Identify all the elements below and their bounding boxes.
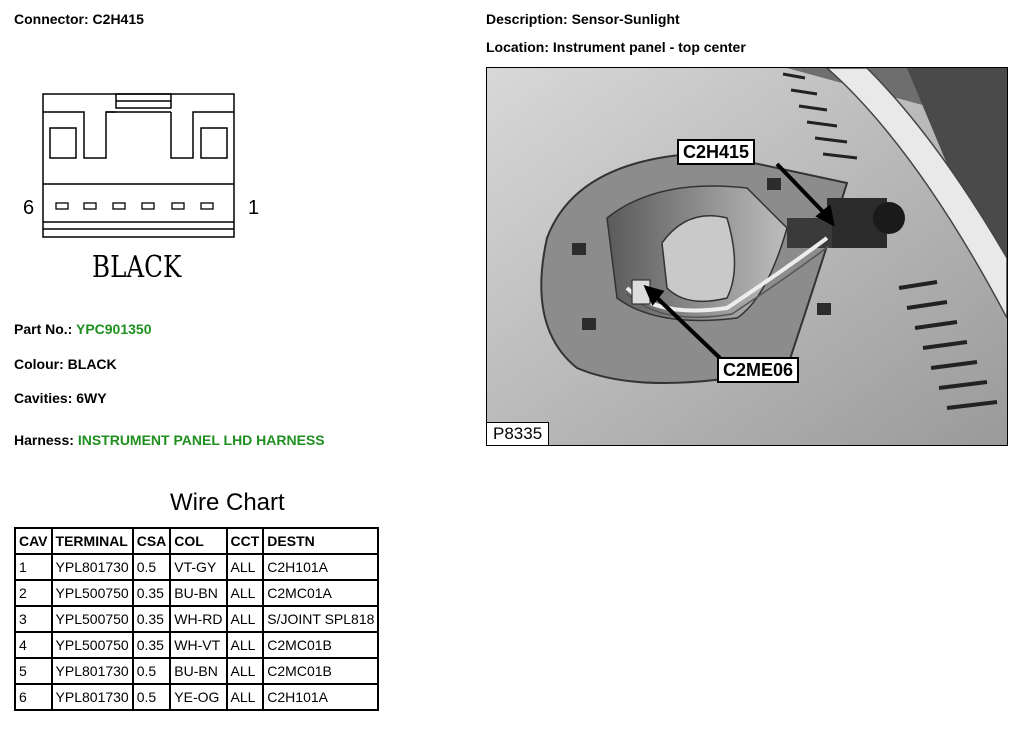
cavity-2 (171, 202, 185, 210)
cell-cav: 2 (14, 579, 53, 607)
cavity-3 (141, 202, 155, 210)
description-label: Description: Sensor-Sunlight (486, 11, 680, 27)
cell-terminal: YPL500750 (50, 631, 134, 659)
cell-col: VT-GY (169, 553, 228, 581)
cell-csa: 0.35 (131, 605, 172, 633)
cell-terminal: YPL801730 (50, 657, 134, 685)
cell-cav: 4 (14, 631, 53, 659)
header-col: COL (169, 527, 228, 555)
cavities-label: Cavities: 6WY (14, 390, 107, 406)
harness-value: INSTRUMENT PANEL LHD HARNESS (77, 432, 325, 448)
cell-col: BU-BN (169, 579, 228, 607)
cell-cct: ALL (225, 657, 265, 685)
location-label: Location: Instrument panel - top center (486, 39, 746, 55)
connector-label: Connector: C2H415 (14, 11, 144, 27)
wire-chart-table: CAV TERMINAL CSA COL CCT DESTN 1 YPL8017… (14, 527, 380, 711)
wire-chart-title: Wire Chart (170, 489, 285, 516)
cell-col: YE-OG (169, 683, 228, 711)
cell-destn: C2MC01B (262, 657, 380, 685)
cell-col: WH-RD (169, 605, 228, 633)
part-number: Part No.: YPC901350 (14, 321, 152, 337)
cell-cav: 5 (14, 657, 53, 685)
harness-label: Harness: INSTRUMENT PANEL LHD HARNESS (14, 432, 325, 448)
header-cct: CCT (225, 527, 265, 555)
table-row: 6 YPL801730 0.5 YE-OG ALL C2H101A (14, 683, 380, 711)
cell-csa: 0.35 (131, 579, 172, 607)
cell-destn: C2H101A (262, 683, 380, 711)
header-cav: CAV (14, 527, 53, 555)
pin-number-left: 6 (23, 197, 35, 219)
table-row: 4 YPL500750 0.35 WH-VT ALL C2MC01B (14, 631, 380, 659)
header-destn: DESTN (262, 527, 380, 555)
cell-csa: 0.35 (131, 631, 172, 659)
cell-destn: C2MC01A (262, 579, 380, 607)
connector-face-diagram (42, 93, 235, 238)
table-row: 1 YPL801730 0.5 VT-GY ALL C2H101A (14, 553, 380, 581)
cell-destn: S/JOINT SPL818 (262, 605, 380, 633)
pin-number-right: 1 (248, 197, 260, 219)
table-row: 3 YPL500750 0.35 WH-RD ALL S/JOINT SPL81… (14, 605, 380, 633)
cell-csa: 0.5 (131, 657, 172, 685)
cell-cct: ALL (225, 683, 265, 711)
cell-destn: C2MC01B (262, 631, 380, 659)
harness-prefix: Harness: (14, 432, 74, 448)
table-row: 5 YPL801730 0.5 BU-BN ALL C2MC01B (14, 657, 380, 685)
cell-cct: ALL (225, 605, 265, 633)
cavity-5 (83, 202, 97, 210)
cell-csa: 0.5 (131, 683, 172, 711)
header-terminal: TERMINAL (50, 527, 134, 555)
cavity-1 (200, 202, 214, 210)
cell-cav: 6 (14, 683, 53, 711)
connector-color-label: BLACK (92, 250, 182, 285)
colour-label: Colour: BLACK (14, 356, 117, 372)
cavity-4 (112, 202, 126, 210)
photo-id: P8335 (487, 422, 550, 445)
cavity-row (55, 202, 214, 210)
cell-terminal: YPL500750 (50, 579, 134, 607)
header-csa: CSA (131, 527, 172, 555)
callout-c2me06: C2ME06 (717, 357, 800, 383)
cell-cct: ALL (225, 579, 265, 607)
location-photo: C2H415 C2ME06 P8335 (486, 67, 1008, 446)
cell-cct: ALL (225, 553, 265, 581)
part-number-value: YPC901350 (75, 321, 152, 337)
cell-destn: C2H101A (262, 553, 380, 581)
callout-c2h415: C2H415 (677, 139, 756, 165)
cell-terminal: YPL500750 (50, 605, 134, 633)
cell-cav: 1 (14, 553, 53, 581)
part-number-prefix: Part No.: (14, 321, 73, 337)
cell-csa: 0.5 (131, 553, 172, 581)
cell-col: WH-VT (169, 631, 228, 659)
wire-chart-header-row: CAV TERMINAL CSA COL CCT DESTN (14, 527, 380, 555)
cell-cav: 3 (14, 605, 53, 633)
cavity-6 (55, 202, 69, 210)
cell-cct: ALL (225, 631, 265, 659)
table-row: 2 YPL500750 0.35 BU-BN ALL C2MC01A (14, 579, 380, 607)
cell-terminal: YPL801730 (50, 553, 134, 581)
location-photo-illustration (487, 67, 1008, 445)
cell-terminal: YPL801730 (50, 683, 134, 711)
cell-col: BU-BN (169, 657, 228, 685)
